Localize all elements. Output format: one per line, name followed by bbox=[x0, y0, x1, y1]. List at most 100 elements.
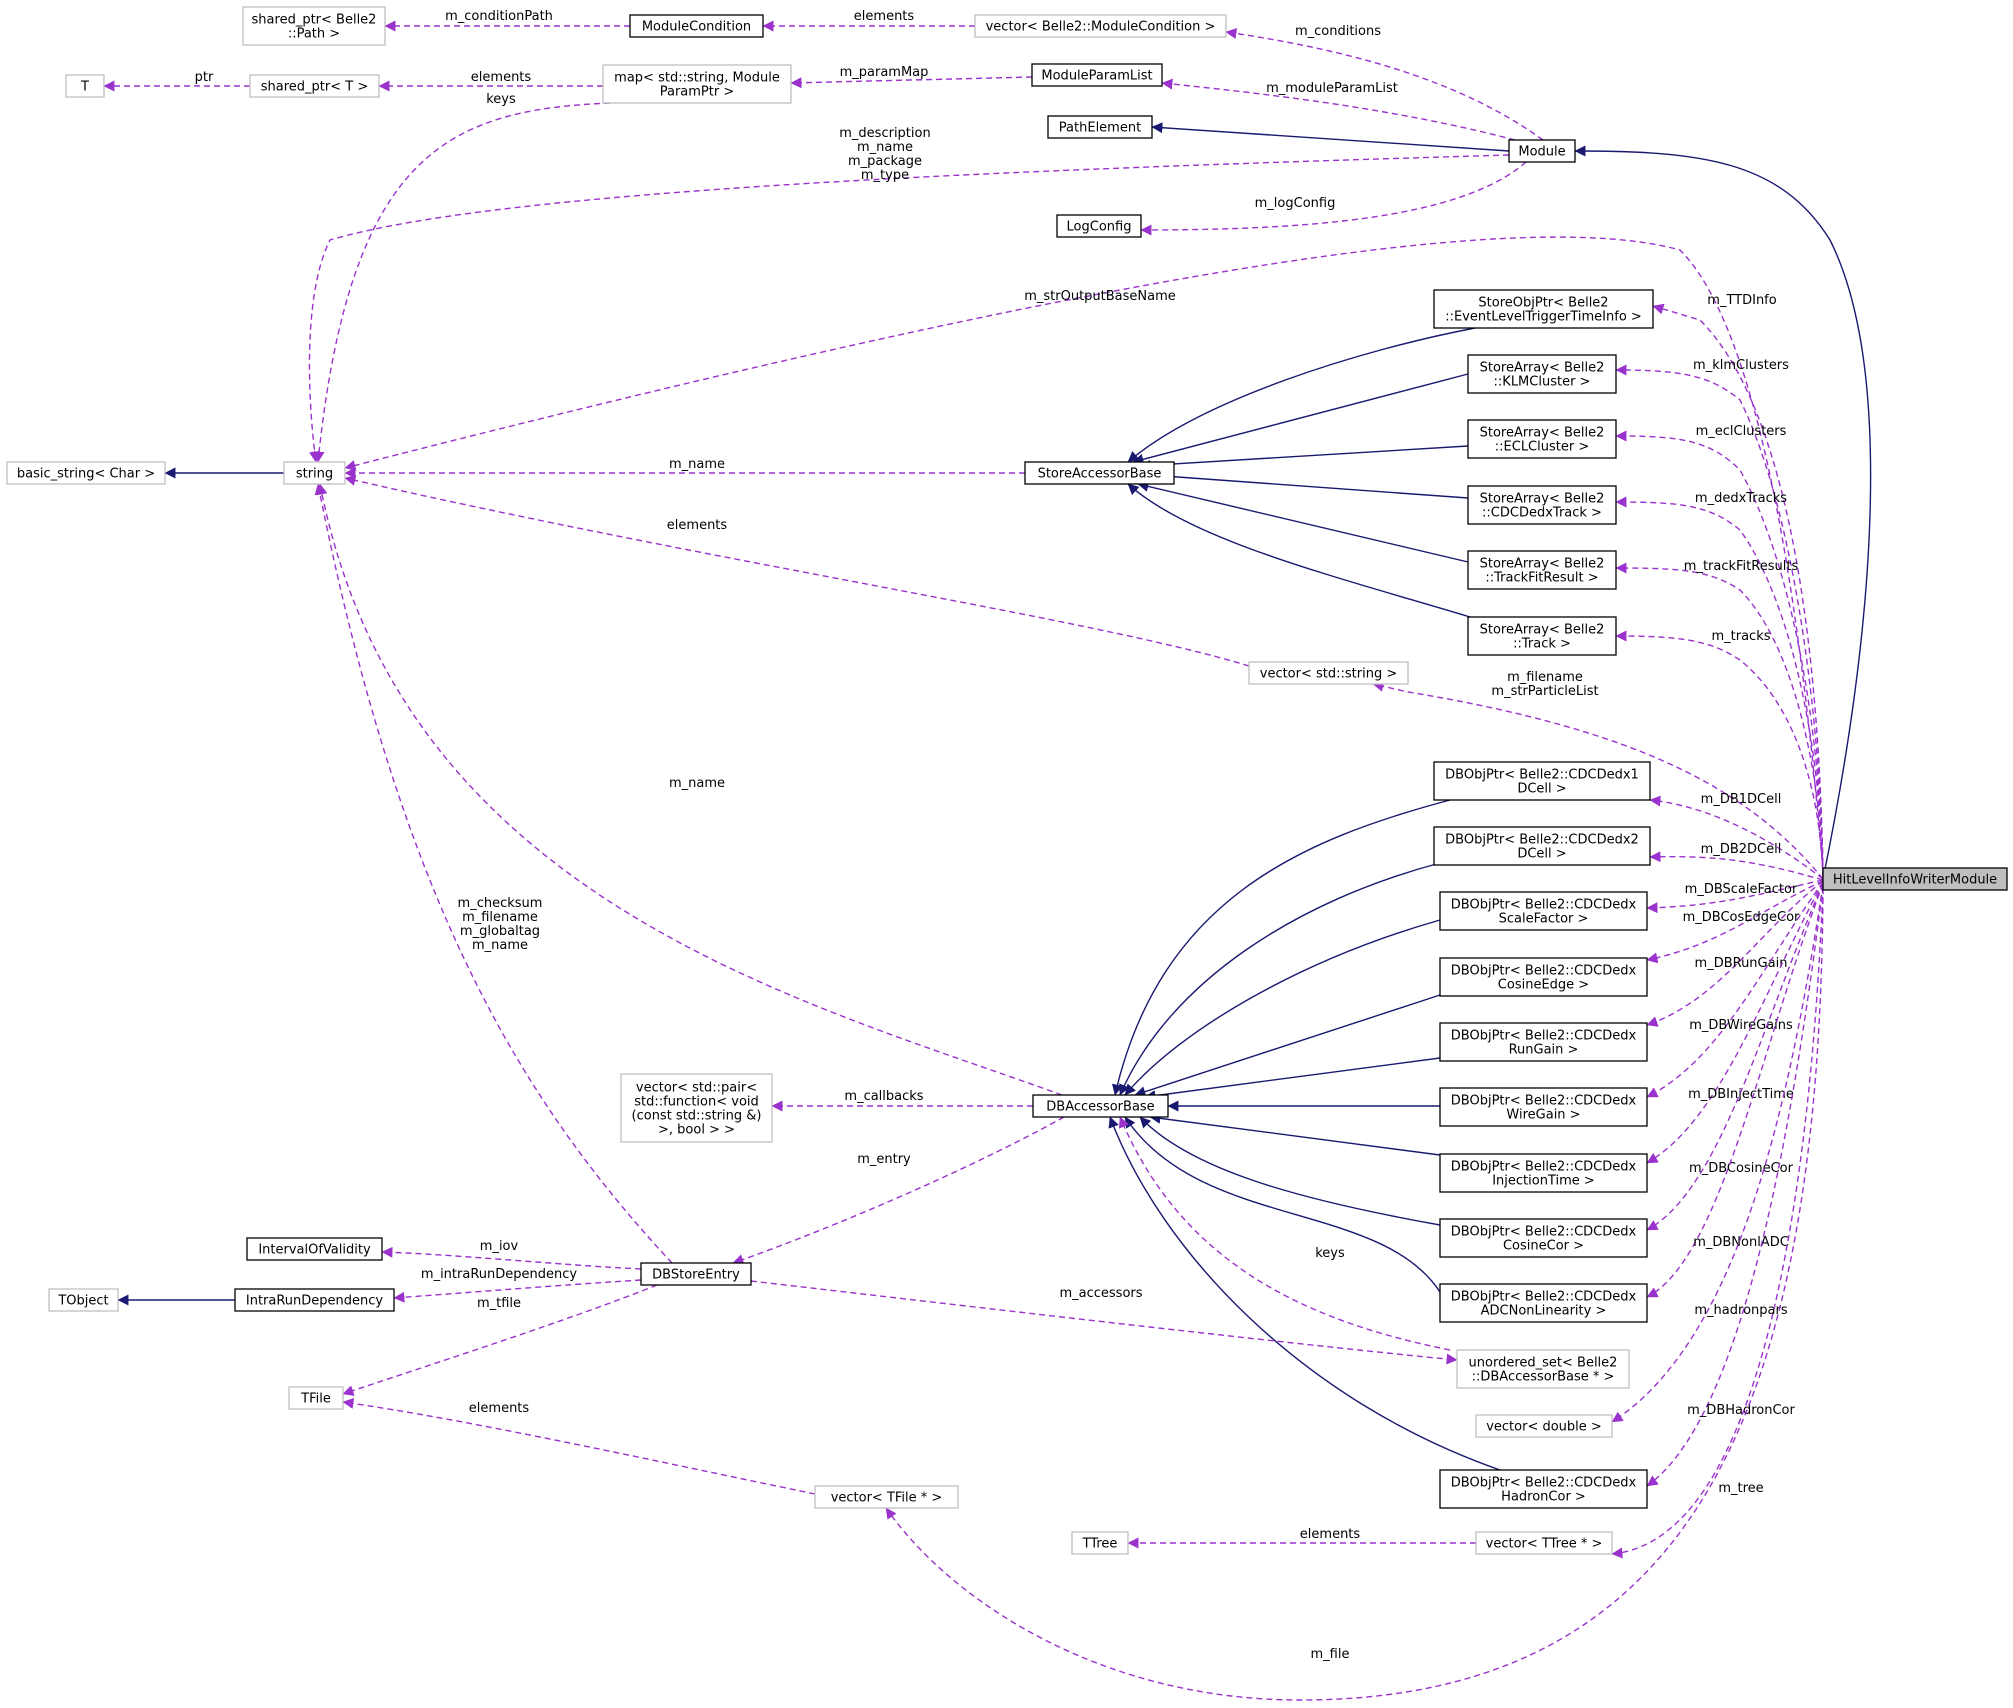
node-tfile[interactable]: TFile bbox=[288, 1386, 344, 1410]
node-box bbox=[974, 14, 1227, 38]
node-box bbox=[1248, 661, 1409, 685]
node-hit-level[interactable]: HitLevelInfoWriterModule bbox=[1822, 867, 2008, 891]
edge-dab-inject bbox=[1149, 1112, 1441, 1156]
node-module-param-list[interactable]: ModuleParamList bbox=[1031, 63, 1163, 87]
node-label: vector< Belle2::ModuleCondition > bbox=[986, 20, 1216, 35]
node-vector-double[interactable]: vector< double > bbox=[1475, 1414, 1613, 1438]
edge-dab-cosedge bbox=[1134, 994, 1441, 1097]
node-label: StoreArray< Belle2::CDCDedxTrack > bbox=[1480, 492, 1605, 521]
node-ttree[interactable]: TTree bbox=[1071, 1531, 1129, 1555]
edge-label: m_DB2DCell bbox=[1701, 842, 1782, 857]
node-label: shared_ptr< Belle2::Path > bbox=[252, 13, 377, 42]
node-store-obj-ttd[interactable]: StoreObjPtr< Belle2::EventLevelTriggerTi… bbox=[1433, 289, 1654, 329]
edge-condition-path: m_conditionPath bbox=[384, 9, 630, 32]
node-box bbox=[602, 64, 792, 104]
node-db-store-entry[interactable]: DBStoreEntry bbox=[640, 1262, 752, 1286]
node-label: vector< TFile * > bbox=[831, 1491, 943, 1506]
node-db-accessor-base[interactable]: DBAccessorBase bbox=[1032, 1094, 1169, 1118]
node-label: TObject bbox=[57, 1294, 108, 1309]
edge-label: m_klmClusters bbox=[1693, 358, 1789, 373]
node-box bbox=[1467, 419, 1617, 459]
node-store-ecl[interactable]: StoreArray< Belle2::ECLCluster > bbox=[1467, 419, 1617, 459]
edge-line bbox=[1134, 994, 1441, 1097]
node-interval-validity[interactable]: IntervalOfValidity bbox=[246, 1237, 383, 1261]
node-store-track[interactable]: StoreArray< Belle2::Track > bbox=[1467, 616, 1617, 656]
node-box bbox=[65, 74, 105, 98]
node-shared-t[interactable]: shared_ptr< T > bbox=[249, 74, 380, 98]
edge-label: m_DBInjectTime bbox=[1688, 1087, 1794, 1102]
node-box bbox=[283, 461, 346, 485]
edge-line bbox=[314, 483, 673, 1264]
node-label: Module bbox=[1518, 145, 1565, 160]
node-module[interactable]: Module bbox=[1508, 139, 1576, 163]
edge-label: m_entry bbox=[857, 1152, 911, 1167]
edge-label: elements bbox=[854, 9, 915, 24]
edge-dbwiregains: m_DBWireGains bbox=[1646, 881, 1824, 1098]
edge-dab-2d bbox=[1119, 862, 1441, 1096]
node-box bbox=[1467, 616, 1617, 656]
node-store-tfr[interactable]: StoreArray< Belle2::TrackFitResult > bbox=[1467, 550, 1617, 590]
node-tobject[interactable]: TObject bbox=[48, 1288, 119, 1312]
edge-line bbox=[316, 483, 1063, 1096]
node-box bbox=[1439, 1153, 1648, 1193]
edge-dbrungain: m_DBRunGain bbox=[1646, 880, 1824, 1027]
node-box bbox=[48, 1288, 119, 1312]
edge-label: m_DBNonlADC bbox=[1693, 1235, 1789, 1250]
edge-track-fit: m_trackFitResults bbox=[1615, 559, 1824, 878]
node-label: LogConfig bbox=[1067, 220, 1132, 235]
node-box bbox=[288, 1386, 344, 1410]
edge-line bbox=[1225, 28, 1544, 141]
node-box bbox=[814, 1485, 959, 1509]
edge-line bbox=[393, 1279, 642, 1303]
node-box bbox=[6, 461, 166, 485]
node-vector-module-condition[interactable]: vector< Belle2::ModuleCondition > bbox=[974, 14, 1227, 38]
edge-path-element bbox=[1151, 122, 1510, 152]
node-log-config[interactable]: LogConfig bbox=[1056, 214, 1142, 238]
node-label: IntervalOfValidity bbox=[258, 1243, 371, 1258]
edge-line bbox=[750, 1280, 1458, 1365]
node-vector-callbacks[interactable]: vector< std::pair<std::function< void(co… bbox=[620, 1073, 773, 1143]
node-label: PathElement bbox=[1059, 121, 1141, 136]
edge-map-keys: keys bbox=[313, 92, 611, 463]
edge-line bbox=[1611, 884, 1824, 1423]
node-string[interactable]: string bbox=[283, 461, 346, 485]
node-basic-string[interactable]: basic_string< Char > bbox=[6, 461, 166, 485]
node-unordered-set[interactable]: unordered_set< Belle2::DBAccessorBase * … bbox=[1456, 1349, 1630, 1389]
edge-line bbox=[1615, 630, 1824, 879]
node-shared-path[interactable]: shared_ptr< Belle2::Path > bbox=[242, 6, 386, 46]
node-store-klm[interactable]: StoreArray< Belle2::KLMCluster > bbox=[1467, 354, 1617, 394]
node-store-dedx[interactable]: StoreArray< Belle2::CDCDedxTrack > bbox=[1467, 485, 1617, 525]
node-module-condition[interactable]: ModuleCondition bbox=[629, 14, 764, 38]
node-label: IntraRunDependency bbox=[246, 1294, 384, 1309]
node-vector-tfile[interactable]: vector< TFile * > bbox=[814, 1485, 959, 1509]
node-box bbox=[1433, 289, 1654, 329]
node-vector-ttree[interactable]: vector< TTree * > bbox=[1475, 1531, 1613, 1555]
edge-label: m_logConfig bbox=[1255, 196, 1336, 211]
edge-dab-scale bbox=[1124, 919, 1441, 1096]
node-t[interactable]: T bbox=[65, 74, 105, 98]
node-path-element[interactable]: PathElement bbox=[1047, 115, 1153, 139]
node-store-accessor-base[interactable]: StoreAccessorBase bbox=[1024, 461, 1175, 485]
edge-line bbox=[344, 236, 1824, 872]
node-intra-run[interactable]: IntraRunDependency bbox=[234, 1288, 395, 1312]
node-box bbox=[1475, 1531, 1613, 1555]
node-label: string bbox=[296, 467, 333, 482]
node-label: vector< double > bbox=[1486, 1420, 1602, 1435]
node-vector-string[interactable]: vector< std::string > bbox=[1248, 661, 1409, 685]
